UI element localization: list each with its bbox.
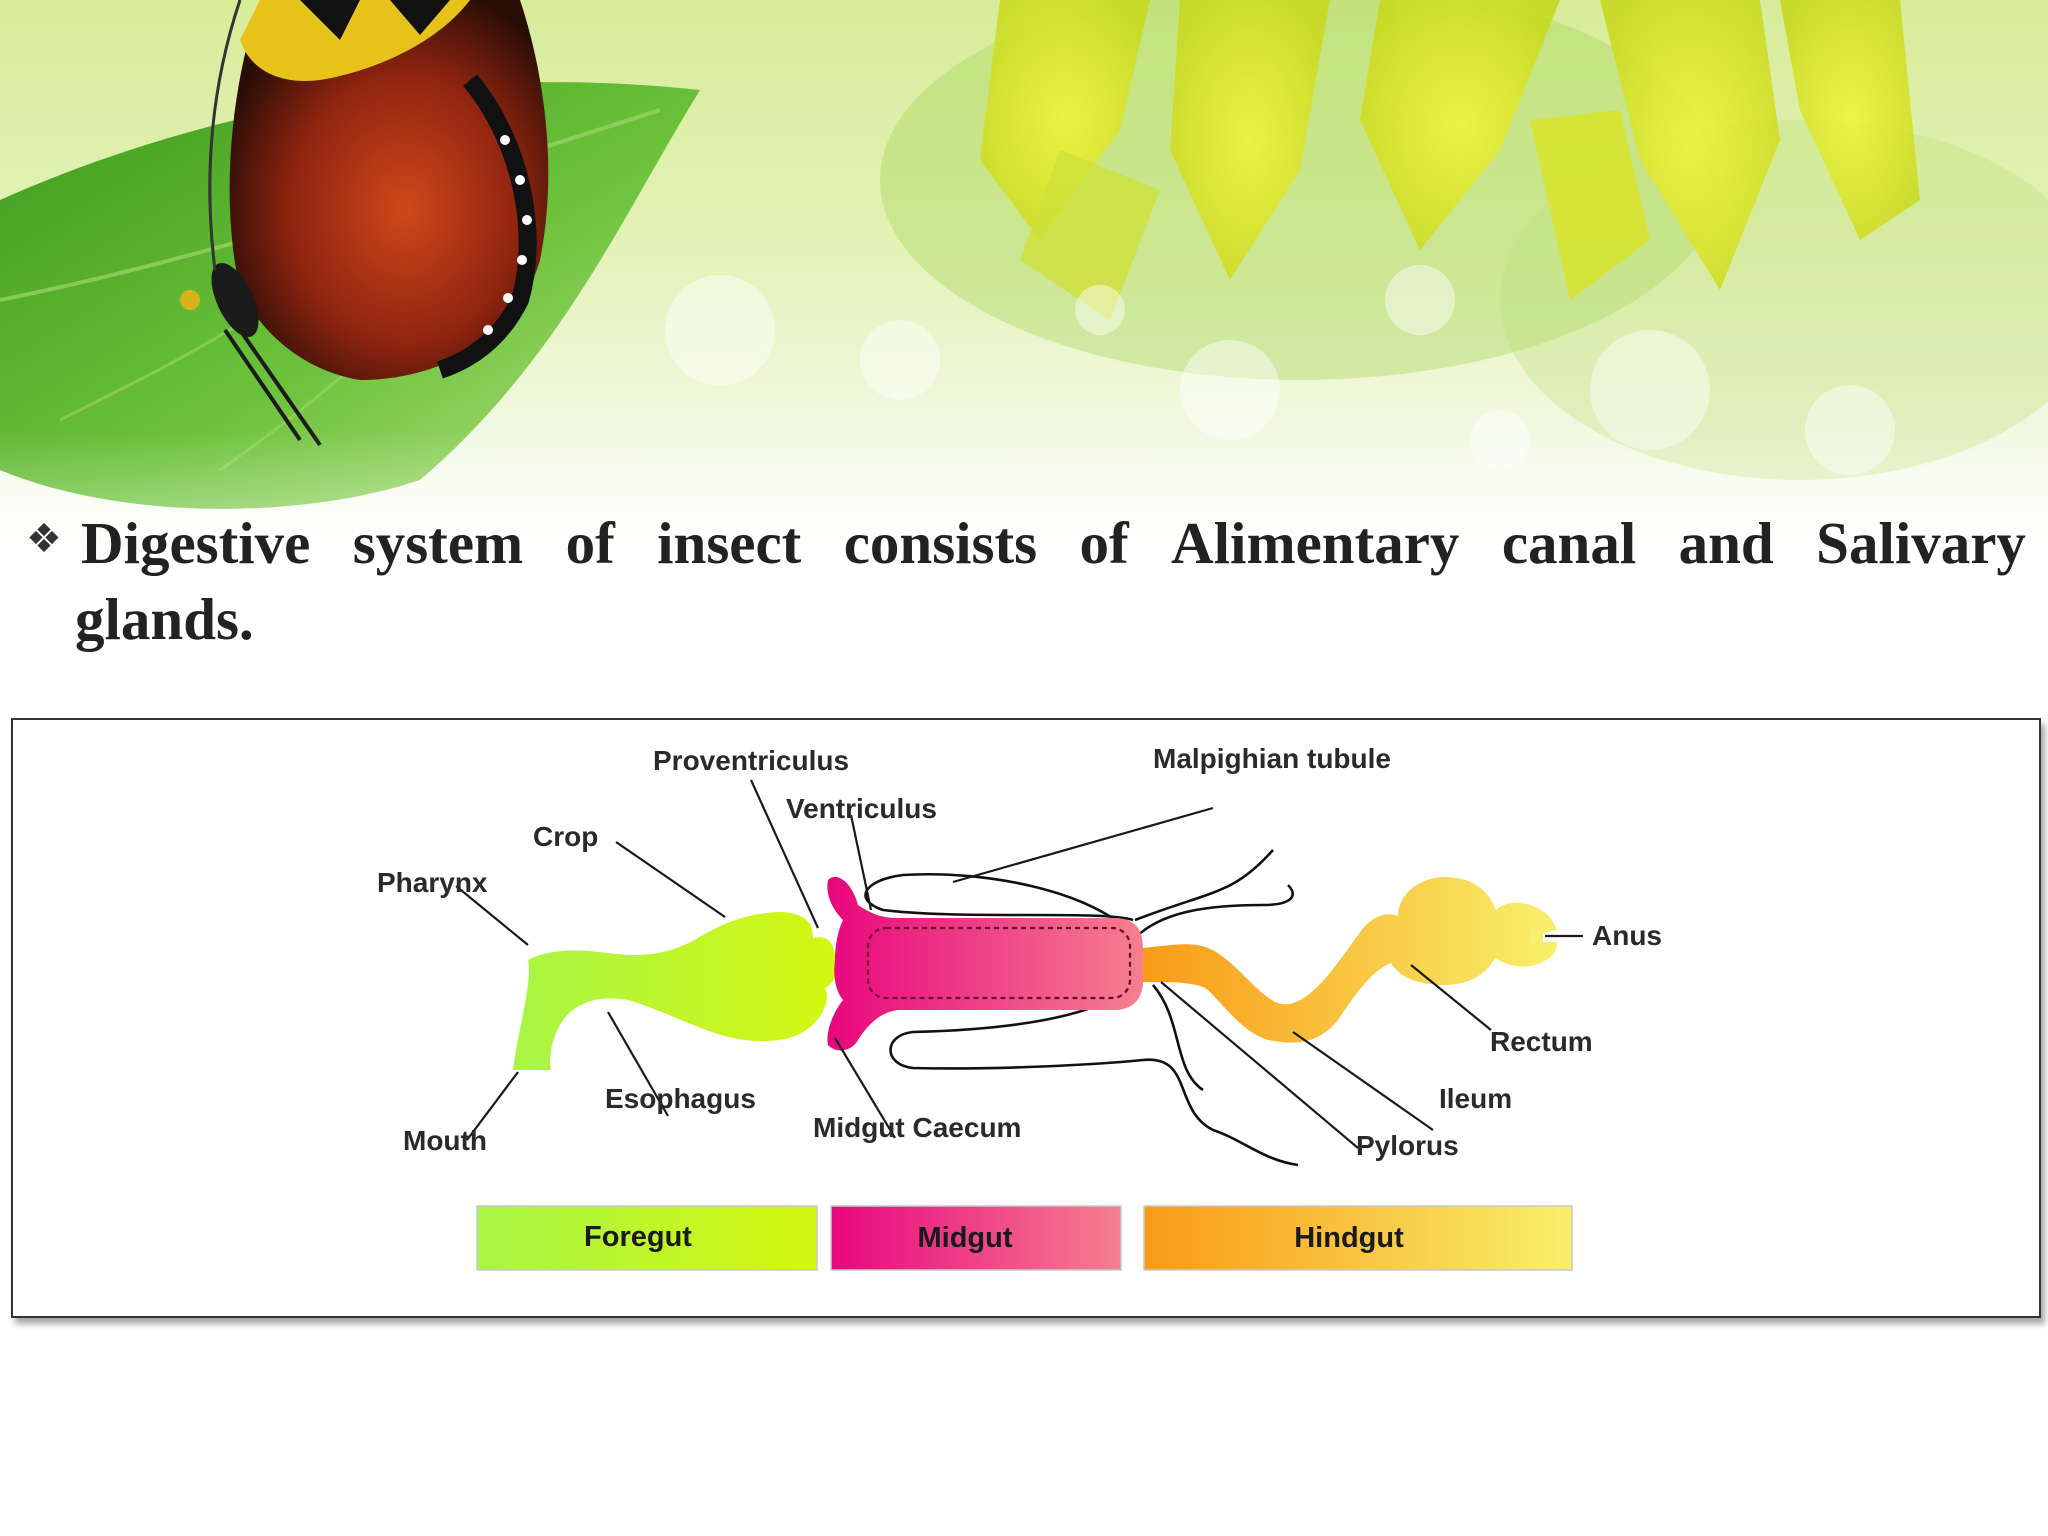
label-ventriculus: Ventriculus	[786, 793, 937, 824]
bullet-word: consists	[843, 510, 1038, 576]
ventriculus-inner-lining	[866, 926, 1132, 1000]
pointer-malpighian	[952, 806, 1214, 884]
label-malpighian-tubule: Malpighian tubule	[1153, 743, 1391, 774]
bullet-word: Alimentary	[1171, 510, 1460, 576]
bullet-diamond-icon: ❖	[26, 516, 62, 562]
midgut-shape	[827, 876, 1143, 1051]
bullet-word: glands.	[75, 586, 254, 652]
pointer-esophagus	[607, 1011, 669, 1117]
hindgut-shape	[1143, 877, 1558, 1043]
digestive-system-diagram: Proventriculus Malpighian tubule Ventric…	[11, 718, 2041, 1318]
bullet-word: of	[565, 510, 615, 576]
pointer-pylorus	[1160, 981, 1359, 1149]
malpighian-tubule-mid	[1134, 884, 1294, 939]
bullet-word: insect	[657, 510, 802, 576]
diagram-canvas: Proventriculus Malpighian tubule Ventric…	[377, 743, 1662, 1271]
pointer-proventriculus	[749, 779, 820, 929]
bullet-word: Salivary	[1816, 510, 2026, 576]
label-crop: Crop	[533, 821, 598, 852]
legend-midgut-swatch	[830, 1205, 1122, 1271]
pointer-crop	[615, 841, 726, 918]
pointer-pharynx	[455, 885, 529, 946]
label-esophagus: Esophagus	[605, 1083, 756, 1114]
pointer-ileum	[1292, 1031, 1434, 1131]
malpighian-tubule-lower-2	[1152, 984, 1204, 1092]
bullet-word: system	[352, 510, 524, 576]
pointer-mouth	[466, 1071, 519, 1141]
legend-foregut-label: Foregut	[584, 1221, 692, 1253]
bullet-line-1: Digestive system of insect consists of Aliment…	[26, 505, 2026, 581]
anus-tip	[1529, 929, 1543, 945]
label-mouth: Mouth	[403, 1125, 487, 1156]
bullet-paragraph: ❖ Digestive system of insect consists of Alime…	[26, 505, 2026, 657]
pointer-rectum	[1410, 964, 1492, 1031]
pointer-lines	[455, 779, 1583, 1149]
bullet-word: and	[1678, 510, 1774, 576]
pointer-ventriculus	[849, 814, 873, 911]
legend: Foregut Midgut Hindgut	[476, 1205, 1573, 1271]
foregut-shape	[513, 912, 837, 1070]
label-proventriculus: Proventriculus	[653, 745, 849, 776]
legend-foregut-swatch	[476, 1205, 818, 1271]
malpighian-tubule-upper-tail	[1134, 849, 1274, 922]
legend-hindgut-label: Hindgut	[1294, 1222, 1404, 1254]
bullet-word: canal	[1501, 510, 1637, 576]
label-anus: Anus	[1592, 920, 1662, 951]
bullet-line-2: glands.	[26, 581, 2026, 657]
label-rectum: Rectum	[1490, 1026, 1593, 1057]
label-midgut-caecum: Midgut Caecum	[813, 1112, 1021, 1143]
legend-hindgut-swatch	[1143, 1205, 1573, 1271]
label-ileum: Ileum	[1439, 1083, 1512, 1114]
malpighian-tubule-lower	[889, 974, 1299, 1167]
label-pharynx: Pharynx	[377, 867, 488, 898]
bullet-word: Digestive	[81, 510, 311, 576]
bullet-word: of	[1079, 510, 1129, 576]
legend-midgut-label: Midgut	[917, 1222, 1012, 1254]
pointer-midgut-caecum	[834, 1037, 896, 1139]
label-pylorus: Pylorus	[1356, 1130, 1459, 1161]
